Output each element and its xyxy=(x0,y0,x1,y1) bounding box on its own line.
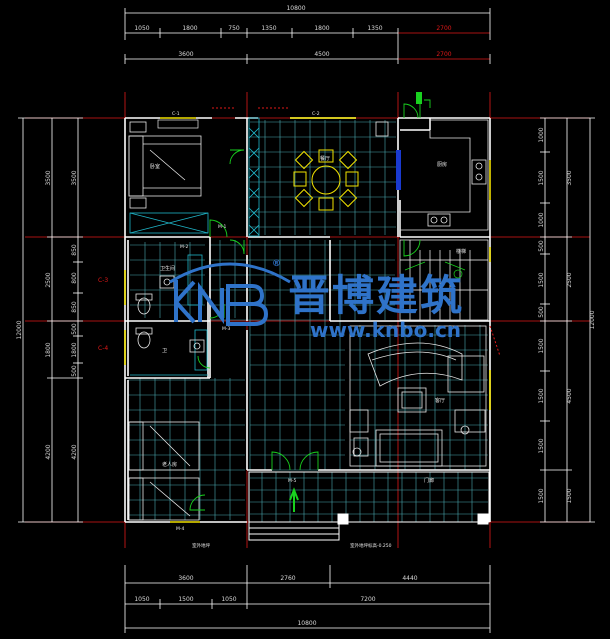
dim-right-o3: 4500 xyxy=(566,388,573,403)
dim-top-5: 1800 xyxy=(314,25,329,32)
note-outdoor-1: 室外地坪 xyxy=(192,542,210,549)
dim-left-i7: 500 xyxy=(71,365,78,377)
dim-right-i4: 500 xyxy=(538,240,545,252)
tag-c1: C-1 xyxy=(172,111,180,117)
dim-top-total: 10800 xyxy=(286,5,305,12)
dining-set xyxy=(293,149,359,211)
dim-right-i10: 1500 xyxy=(538,488,545,503)
column-hatch xyxy=(129,117,260,376)
dim-left-i2: 850 xyxy=(71,244,78,256)
wardrobe xyxy=(157,119,199,129)
dim-top-b: 4500 xyxy=(314,51,329,58)
dim-left-o3: 1800 xyxy=(45,342,52,357)
dim-top-3: 750 xyxy=(228,25,240,32)
dim-bottom-c: 1050 xyxy=(221,596,236,603)
kitchen-counter xyxy=(375,119,489,231)
terrace-railing xyxy=(248,471,490,541)
dim-bottom-d: 7200 xyxy=(360,596,375,603)
dim-top-4: 1350 xyxy=(261,25,276,32)
right-dimensions xyxy=(540,117,595,523)
dim-left-i4: 850 xyxy=(71,301,78,313)
dim-left-o4: 4200 xyxy=(45,444,52,459)
dim-right-i2: 1500 xyxy=(538,170,545,185)
watermark-registered: ® xyxy=(272,259,281,269)
door-tag-green xyxy=(416,92,422,104)
label-bathroom: 卫生间 xyxy=(160,265,175,272)
watermark-brand: 晋博建筑 xyxy=(288,271,464,320)
dim-bottom-3: 4440 xyxy=(402,575,417,582)
tag-c2: C-2 xyxy=(312,111,320,117)
dim-top-6: 1350 xyxy=(367,25,382,32)
windows xyxy=(124,117,491,523)
tag-m2: M-2 xyxy=(180,244,189,250)
tag-red-1: C-3 xyxy=(98,277,108,284)
walls xyxy=(124,117,491,523)
dim-left-i3: 800 xyxy=(71,272,78,284)
label-dining: 餐厅 xyxy=(320,155,330,162)
dim-top-a: 3600 xyxy=(178,51,193,58)
tag-m5: M-5 xyxy=(288,478,297,484)
top-dimensions xyxy=(124,8,491,64)
label-stair: 楼梯 xyxy=(456,248,466,255)
dim-bottom-1: 3600 xyxy=(178,575,193,582)
dim-right-i5: 1500 xyxy=(538,272,545,287)
dim-top-2: 1800 xyxy=(182,25,197,32)
bathroom-fixtures xyxy=(135,275,205,353)
dim-left-i5: 500 xyxy=(71,323,78,335)
tag-m4: M-4 xyxy=(176,526,185,532)
label-toilet: 卫 xyxy=(162,348,167,354)
sofa-set xyxy=(349,325,487,467)
label-living: 客厅 xyxy=(435,397,445,404)
dim-bottom-total: 10800 xyxy=(297,620,316,627)
dim-left-i1: 3500 xyxy=(71,170,78,185)
tag-red-2: C-4 xyxy=(98,345,108,352)
dim-left-o1: 3500 xyxy=(45,170,52,185)
dim-left-i8: 4200 xyxy=(71,444,78,459)
label-bedroom-2: 老人房 xyxy=(162,461,177,468)
dim-top-1: 1050 xyxy=(134,25,149,32)
dim-left-i6: 1800 xyxy=(71,342,78,357)
dim-bottom-2: 2760 xyxy=(280,575,295,582)
dim-top-7: 2700 xyxy=(436,25,451,32)
dim-right-i9: 1500 xyxy=(538,438,545,453)
dim-right-i7: 1500 xyxy=(538,338,545,353)
label-terrace: 门廊 xyxy=(424,477,434,484)
dim-left-o2: 2500 xyxy=(45,272,52,287)
bed-2 xyxy=(128,421,200,521)
dim-right-o1: 3500 xyxy=(566,170,573,185)
knb-logo-icon xyxy=(169,262,291,326)
left-dimensions xyxy=(18,117,83,523)
bottom-dimensions xyxy=(124,565,491,633)
dim-bottom-b: 1500 xyxy=(178,596,193,603)
dim-left-total: 12000 xyxy=(16,320,23,339)
dim-right-o2: 2500 xyxy=(566,272,573,287)
dim-right-i8: 1500 xyxy=(538,388,545,403)
note-outdoor-2: 室外地坪标高-0.250 xyxy=(350,542,392,549)
tag-m1: M-1 xyxy=(218,224,227,230)
stair xyxy=(399,239,489,321)
window-dashes xyxy=(212,107,501,357)
floor-grid xyxy=(128,120,488,522)
dim-right-i6: 500 xyxy=(538,306,545,318)
watermark: ® 晋博建筑 www.knbo.cn xyxy=(169,259,464,342)
dim-top-c: 2700 xyxy=(436,51,451,58)
tag-m3: M-3 xyxy=(222,326,231,332)
dim-right-i1: 1000 xyxy=(538,127,545,142)
dim-bottom-a: 1050 xyxy=(134,596,149,603)
bed-1 xyxy=(128,121,202,209)
dim-right-o4: 1500 xyxy=(566,488,573,503)
dim-right-total: 12000 xyxy=(589,310,596,329)
label-kitchen: 厨房 xyxy=(437,161,447,168)
blue-door-kitchen xyxy=(396,150,401,190)
label-bedroom-1: 卧室 xyxy=(150,163,160,170)
dim-right-i3: 1000 xyxy=(538,212,545,227)
watermark-url: www.knbo.cn xyxy=(310,318,461,342)
